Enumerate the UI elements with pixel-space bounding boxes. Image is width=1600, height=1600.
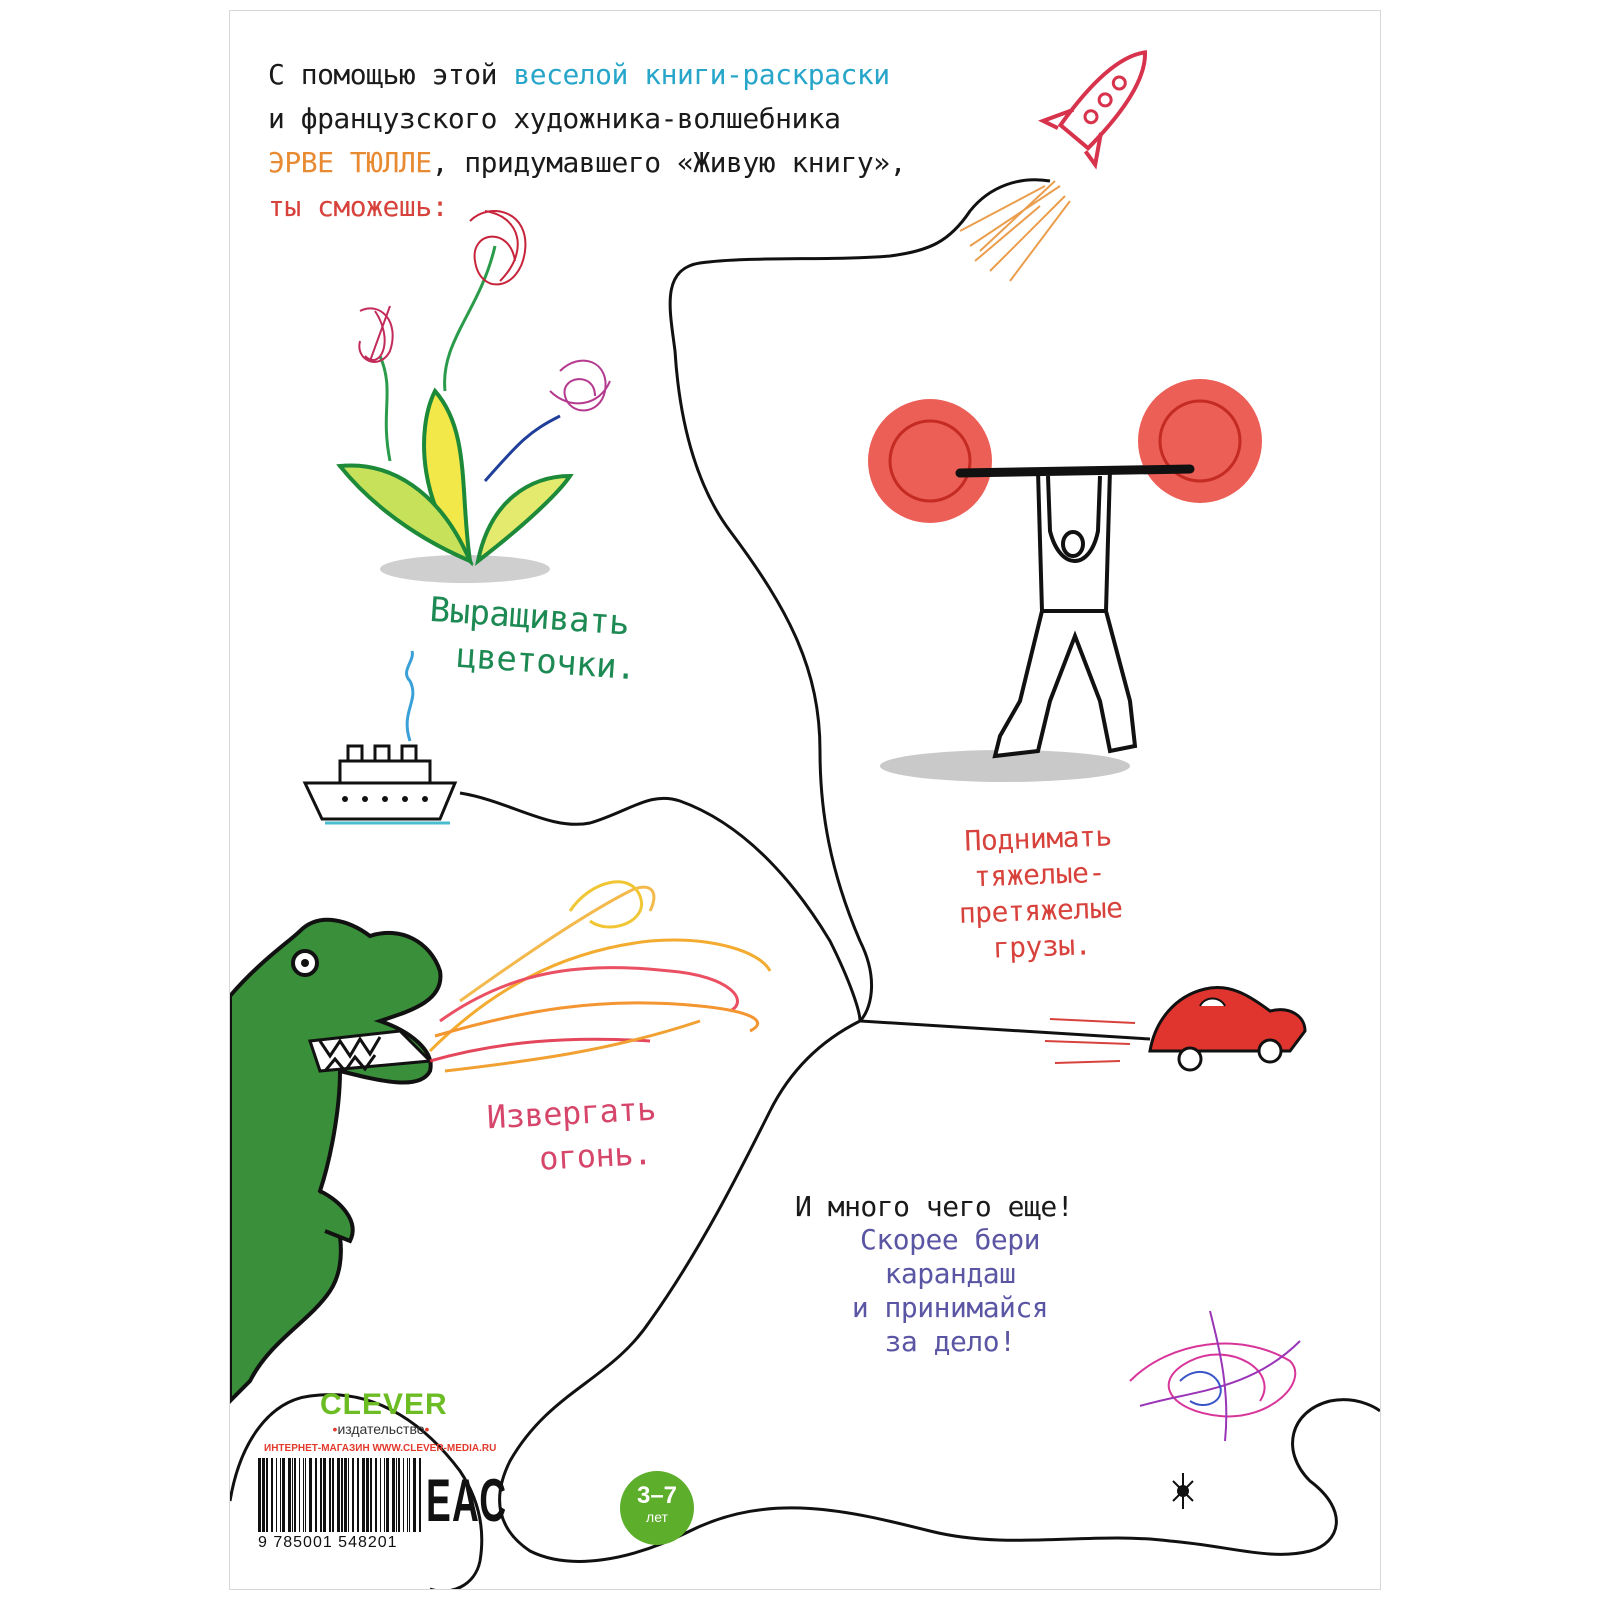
barcode-bar [384,1458,385,1532]
barcode-bar [258,1458,261,1532]
barcode-bar [344,1458,347,1532]
bug-icon [1172,1473,1194,1509]
publisher-logo: CLEVER •издательство• [320,1388,448,1438]
barcode-bar [362,1458,365,1532]
barcode-bar [262,1458,265,1532]
book-back-cover: С помощью этой веселой книги-раскраски и… [229,10,1381,1590]
intro-text: С помощью этой веселой книги-раскраски и… [268,53,906,229]
age-range: 3–7 [636,1482,678,1509]
caption-breathe-fire: Извергать огонь. [486,1087,659,1184]
barcode-bar [309,1458,312,1532]
barcode-bar [366,1458,369,1532]
barcode-bar [337,1458,340,1532]
barcode-bar [386,1458,389,1532]
age-badge: 3–7 лет [620,1471,694,1545]
barcode-bar [299,1458,300,1532]
barcode-bar [320,1458,322,1532]
barcode-bar [266,1458,268,1532]
caption-lift-weights: Поднимать тяжелые- претяжелые грузы. [918,817,1163,969]
pencil-scribble [1129,1310,1301,1442]
publisher-name: CLEVER [320,1388,448,1421]
eac-mark: ЕАС [426,1467,508,1534]
lower-path-line [498,1019,1380,1563]
winding-path-line [668,178,1151,1041]
barcode-bar [280,1458,281,1532]
caption-grow-flowers: Выращивать цветочки. [425,588,640,690]
isbn-number: 9 785001 548201 [258,1534,398,1551]
age-unit: лет [646,1509,668,1525]
barcode-bar [332,1458,334,1532]
caption-line: за дело! [884,1325,1016,1358]
barcode-bar [348,1458,349,1532]
ship-path-line [459,791,862,1022]
dinosaur-icon [230,917,443,1404]
shop-url: ИНТЕРНЕТ-МАГАЗИН WWW.CLEVER-MEDIA.RU [264,1443,497,1454]
caption-line: огонь. [538,1133,653,1178]
barcode-bar [419,1458,421,1532]
barcode-bar [323,1458,326,1532]
barcode-bar [357,1458,359,1532]
barcode-bar [370,1458,372,1532]
barcode-bar [303,1458,304,1532]
intro-line3-rest: , придумавшего «Живую книгу», [431,146,907,179]
barcode-bar [403,1458,404,1532]
cover-illustration [230,50,1380,1589]
publisher-subtitle: •издательство• [332,1421,430,1437]
weightlifter-icon [868,379,1262,782]
ship-icon [302,650,458,825]
barcode-bar [288,1458,291,1532]
intro-line2: и французского художника-волшебника [268,102,841,135]
barcode-bar [276,1458,277,1532]
intro-author-name: ЭРВЕ ТЮЛЛЕ [268,146,432,179]
rocket-exhaust-scribble [959,180,1071,282]
barcode-bar [294,1458,296,1532]
caption-grab-pencil: Скорее бери карандаш и принимайся за дел… [820,1223,1080,1359]
barcode-bar [329,1458,331,1532]
barcode-bar [413,1458,416,1532]
intro-line1-start: С помощью этой [268,58,514,91]
caption-much-more: И много чего еще! [795,1190,1074,1223]
intro-line4: ты сможешь: [268,190,448,223]
caption-line: и принимайся [851,1291,1049,1324]
barcode-bar [352,1458,354,1532]
barcode-bar [396,1458,397,1532]
barcode-bar [409,1458,410,1532]
flower-plant-icon [336,210,611,583]
barcode-bar [375,1458,377,1532]
caption-line: Скорее бери [860,1223,1040,1256]
barcode-bar [407,1458,408,1532]
barcode [256,1458,426,1534]
car-icon [1044,986,1307,1072]
rocket-icon [1038,50,1147,170]
intro-book-title: веселой книги-раскраски [513,58,890,91]
fire-scribble [428,880,772,1073]
barcode-bar [392,1458,395,1532]
barcode-bar [341,1458,343,1532]
caption-line: карандаш [884,1257,1016,1290]
barcode-bar [282,1458,285,1532]
barcode-bar [305,1458,306,1532]
publisher-sub-label: издательство [337,1421,425,1437]
barcode-bar [271,1458,273,1532]
barcode-bar [380,1458,381,1532]
barcode-bar [398,1458,400,1532]
left-loop-line [230,1393,484,1589]
barcode-bar [292,1458,293,1532]
barcode-bar [315,1458,317,1532]
